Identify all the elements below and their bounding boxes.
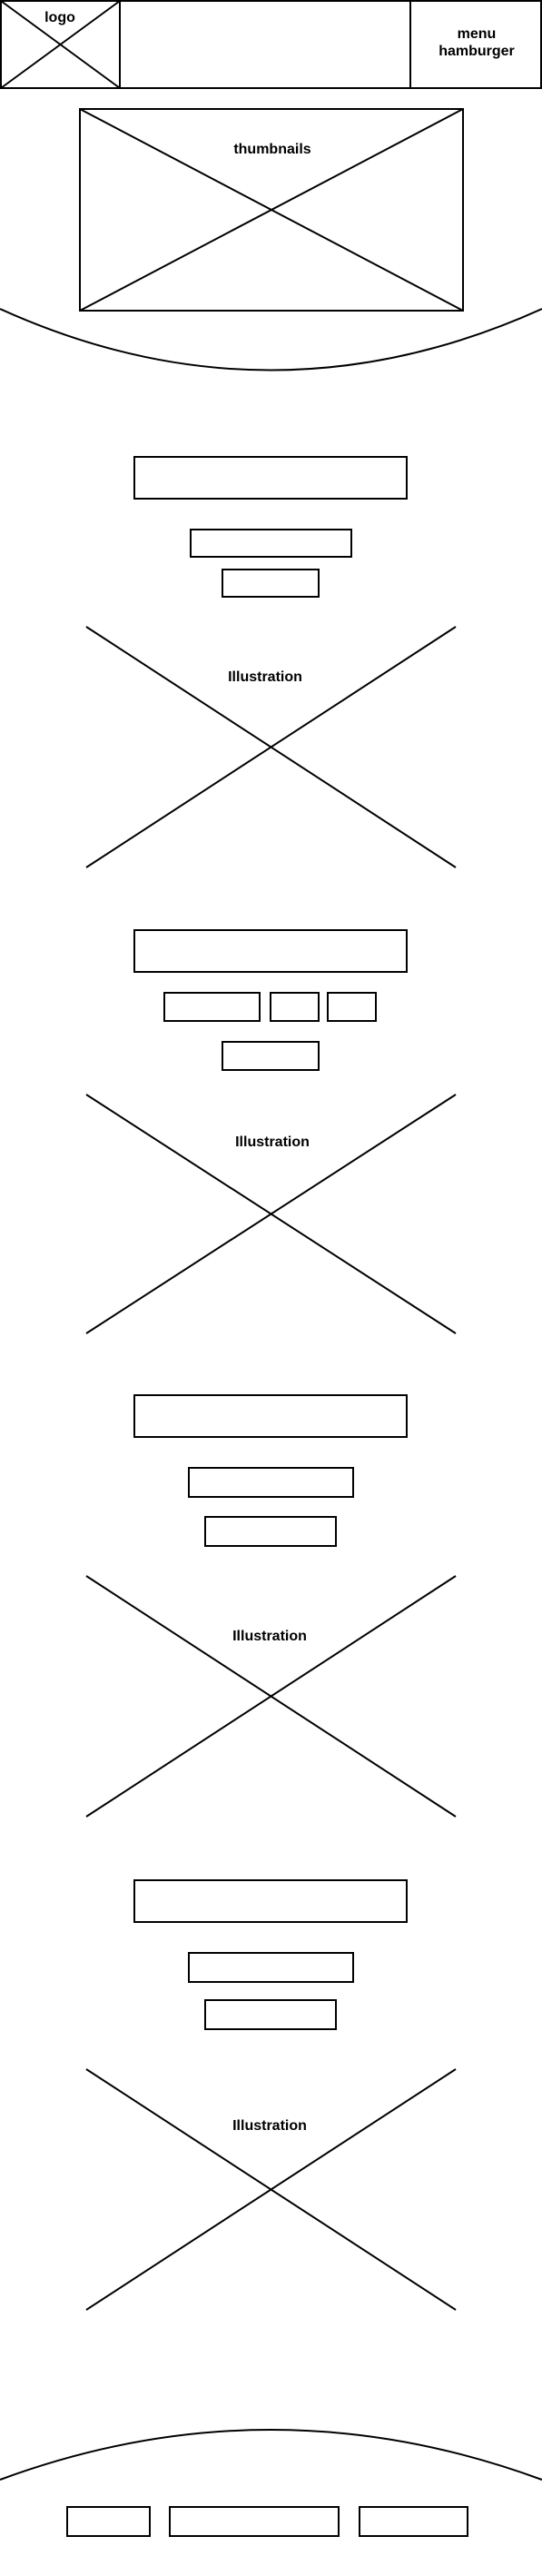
- section-3-illustration-line-b: [85, 1575, 457, 1818]
- section-3-illustration-placeholder: [85, 1575, 457, 1818]
- section-1-illustration-label: Illustration: [228, 669, 302, 685]
- header-frame: [0, 0, 542, 89]
- thumbnails-label: thumbnails: [233, 142, 311, 157]
- section-1-illustration-line-b: [85, 626, 457, 868]
- thumbnails-placeholder[interactable]: [79, 108, 464, 312]
- section-4-heading-box: [133, 1879, 408, 1923]
- footer-link-1[interactable]: [66, 2506, 151, 2537]
- section-2-illustration-label: Illustration: [235, 1134, 310, 1150]
- section-3-illustration-label: Illustration: [232, 1629, 307, 1644]
- section-4-illustration-line-b: [85, 2068, 457, 2311]
- section-1-button[interactable]: [222, 569, 320, 598]
- menu-hamburger-button[interactable]: menu hamburger: [413, 25, 540, 60]
- section-3: [85, 1394, 457, 1818]
- logo-cross-line-b: [0, 0, 121, 89]
- logo-label: logo: [44, 10, 75, 25]
- section-2: [85, 929, 457, 1334]
- section-2-button[interactable]: [222, 1041, 320, 1071]
- section-2-illustration-placeholder: [85, 1094, 457, 1334]
- section-4-subheading-box: [188, 1952, 354, 1983]
- footer-link-3[interactable]: [359, 2506, 468, 2537]
- section-1-illustration-placeholder: [85, 626, 457, 868]
- thumbnails-frame: [79, 108, 464, 312]
- section-4-button[interactable]: [204, 1999, 337, 2030]
- section-2-tag-2[interactable]: [270, 992, 320, 1022]
- header-bar: [0, 0, 542, 89]
- section-2-illustration-line-b: [85, 1094, 457, 1334]
- section-2-heading-box: [133, 929, 408, 973]
- section-3-subheading-box: [188, 1467, 354, 1498]
- footer-link-2[interactable]: [169, 2506, 340, 2537]
- section-2-tag-1[interactable]: [163, 992, 261, 1022]
- footer: [66, 2506, 468, 2537]
- hero-bottom-curve: [0, 308, 542, 372]
- menu-label-line-1: menu: [457, 26, 497, 42]
- section-1: [85, 456, 457, 868]
- section-1-subheading-box: [190, 529, 352, 558]
- section-3-heading-box: [133, 1394, 408, 1438]
- section-3-button[interactable]: [204, 1516, 337, 1547]
- footer-top-curve: [0, 2429, 542, 2481]
- thumbnails-cross-line-b: [79, 108, 464, 312]
- section-1-heading-box: [133, 456, 408, 500]
- section-4-illustration-label: Illustration: [232, 2118, 307, 2134]
- section-2-tag-3[interactable]: [327, 992, 377, 1022]
- menu-label-line-2: hamburger: [439, 44, 515, 59]
- logo-placeholder[interactable]: [0, 0, 121, 89]
- section-4-illustration-placeholder: [85, 2068, 457, 2311]
- section-4: [85, 1879, 457, 2311]
